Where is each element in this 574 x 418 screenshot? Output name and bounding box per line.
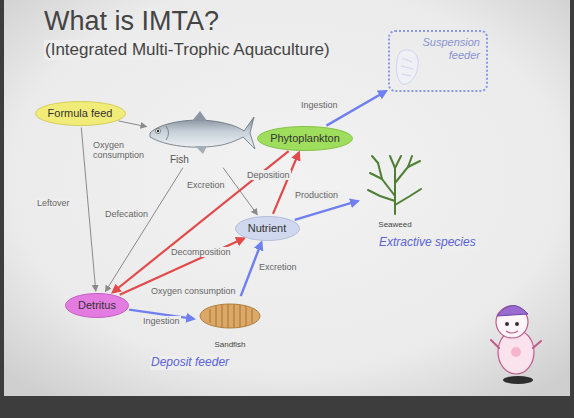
node-label: Fish xyxy=(170,154,189,166)
node-label: Suspension feeder xyxy=(418,36,480,61)
flow-arrow xyxy=(106,168,183,291)
edge-label: Ingestion xyxy=(300,100,339,110)
seaweed-figure: Seaweed xyxy=(360,150,430,230)
edge-label: Production xyxy=(294,190,339,200)
slide-subtitle: (Integrated Multi-Trophic Aquaculture) xyxy=(44,40,331,60)
sandfish-figure: Sandfish xyxy=(196,298,264,350)
feed-ellipse: Formula feed xyxy=(35,101,126,126)
edge-label: Ingestion xyxy=(142,316,181,326)
edge-label: Decomposition xyxy=(170,247,232,257)
node-label: Formula feed xyxy=(48,107,113,120)
node-label: Nutrient xyxy=(248,222,287,235)
group-caption: Deposit feeder xyxy=(150,356,230,370)
detritus-ellipse: Detritus xyxy=(65,293,129,318)
edge-label: Deposition xyxy=(246,170,291,180)
node-label: Sandfish xyxy=(214,340,245,349)
group-caption: Extractive species xyxy=(378,236,477,250)
fish-figure: Fish xyxy=(148,110,255,166)
phytoplankton-ellipse: Phytoplankton xyxy=(257,126,353,151)
flow-arrow xyxy=(273,152,299,214)
edge-label: Excretion xyxy=(186,180,226,190)
node-label: Seaweed xyxy=(378,220,411,229)
nutrient-ellipse: Nutrient xyxy=(235,216,300,241)
edge-label: Excretion xyxy=(258,262,298,272)
node-label: Detritus xyxy=(78,299,116,312)
mascot-illustration xyxy=(491,305,541,384)
edge-label: Leftover xyxy=(36,198,71,208)
process-note: Oxygen consumption xyxy=(92,140,150,161)
seaweed-illustration xyxy=(368,156,421,214)
flow-arrow xyxy=(118,121,146,127)
projected-slide xyxy=(4,0,570,396)
edge-label: Defecation xyxy=(104,209,149,219)
process-note: Oxygen consumption xyxy=(150,286,237,296)
suspension-feeder-box: Suspension feeder xyxy=(388,30,488,92)
node-label: Phytoplankton xyxy=(270,132,340,145)
flow-arrow xyxy=(295,201,358,220)
slide-title: What is IMTA? xyxy=(44,6,219,37)
sandfish-illustration xyxy=(200,304,260,328)
oyster-illustration xyxy=(396,50,418,84)
fish-illustration xyxy=(150,111,255,154)
